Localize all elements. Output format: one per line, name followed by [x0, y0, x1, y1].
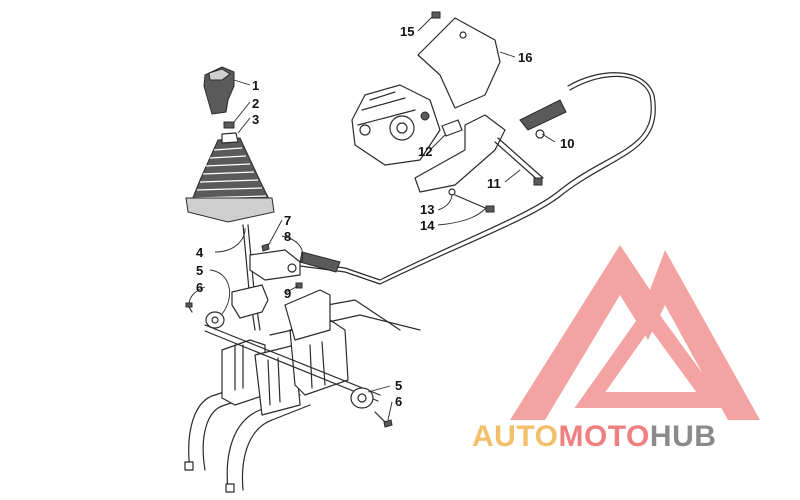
bolt-6-left [185, 302, 193, 308]
cable-end-lower [299, 251, 341, 273]
callout-3: 3 [252, 112, 259, 127]
shift-boot [185, 132, 275, 223]
callout-15: 15 [400, 24, 414, 39]
nut-9 [295, 282, 303, 289]
shift-lever [231, 224, 303, 331]
cover-plate-16 [417, 17, 501, 109]
lever-bracket [249, 249, 301, 281]
watermark-auto: AUTO [472, 420, 559, 453]
callout-7: 7 [284, 213, 291, 228]
callout-5-lower: 5 [395, 378, 402, 393]
shift-knob [203, 66, 235, 129]
callout-6-lower: 6 [395, 394, 402, 409]
shift-cable [299, 72, 656, 285]
callout-16: 16 [518, 50, 532, 65]
callout-1: 1 [252, 78, 259, 93]
cable-end-upper [519, 99, 567, 131]
bolt-7 [261, 243, 270, 252]
frame-chassis [184, 289, 421, 493]
bolt-6-right [383, 419, 393, 428]
watermark-moto: MOTO [558, 420, 650, 453]
nut-2 [223, 121, 235, 129]
callout-4: 4 [196, 245, 204, 260]
bolt-15 [431, 11, 441, 19]
callout-12: 12 [418, 144, 432, 159]
shift-shaft [185, 302, 393, 428]
callout-5-upper: 5 [196, 263, 203, 278]
watermark-logo [510, 245, 760, 420]
spacer-12 [441, 119, 463, 137]
washer-10 [535, 129, 545, 139]
callout-10: 10 [560, 136, 574, 151]
callouts: 1 2 3 4 5 6 7 8 9 5 6 10 11 12 13 14 15 … [196, 24, 574, 409]
watermark-hub: HUB [649, 420, 717, 453]
callout-13: 13 [420, 202, 434, 217]
callout-9: 9 [284, 286, 291, 301]
callout-2: 2 [252, 96, 259, 111]
mount-bracket [414, 114, 506, 193]
leader-lines [188, 16, 556, 421]
bolt-14 [485, 205, 495, 213]
callout-6-upper: 6 [196, 280, 203, 295]
callout-11: 11 [487, 176, 501, 191]
callout-8: 8 [284, 229, 291, 244]
watermark-text: AUTOMOTOHUB [472, 420, 716, 454]
callout-14: 14 [420, 218, 435, 233]
transmission-assembly [351, 11, 544, 213]
bolt-11 [533, 177, 543, 186]
